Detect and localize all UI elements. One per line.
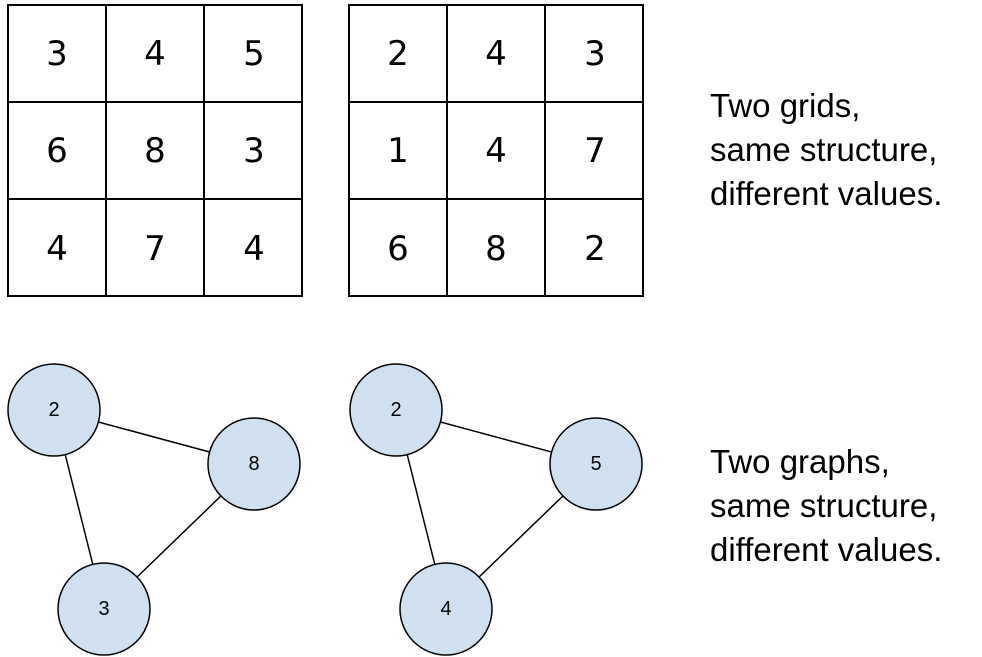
caption-line: Two grids, xyxy=(710,87,861,124)
grid-cell: 8 xyxy=(107,103,205,200)
graph-node-label: 8 xyxy=(248,453,259,475)
grid-cell: 5 xyxy=(205,6,303,103)
graph-node-label: 3 xyxy=(98,598,109,620)
graph-node-label: 2 xyxy=(48,399,59,421)
graph-node xyxy=(57,562,151,656)
graph-node-label: 2 xyxy=(390,399,401,421)
graph-node xyxy=(7,363,101,457)
grid-cell: 4 xyxy=(9,200,107,297)
grid-cell: 3 xyxy=(205,103,303,200)
grid-cell: 8 xyxy=(448,200,546,297)
grid-cell: 2 xyxy=(584,228,606,269)
grid-cell: 2 xyxy=(350,6,448,103)
grid-cell: 1 xyxy=(350,103,448,200)
grid-cell: 4 xyxy=(243,228,265,269)
grid-cell: 3 xyxy=(9,6,107,103)
grid-cell: 4 xyxy=(448,6,546,103)
graph-node xyxy=(349,363,443,457)
grid-cell: 6 xyxy=(9,103,107,200)
caption-graphs: Two graphs, same structure, different va… xyxy=(710,440,942,572)
grid-cell: 4 xyxy=(107,6,205,103)
grid-cell: 7 xyxy=(107,200,205,297)
graph-left: 2 8 3 xyxy=(7,363,301,656)
grid-left: 3 4 5 6 8 3 4 7 4 xyxy=(7,4,303,297)
caption-grids: Two grids, same structure, different val… xyxy=(710,84,942,216)
grid-cell: 6 xyxy=(350,200,448,297)
caption-line: same structure, xyxy=(710,487,938,524)
caption-line: Two graphs, xyxy=(710,443,890,480)
graph-node xyxy=(207,417,301,511)
caption-line: same structure, xyxy=(710,131,938,168)
caption-line: different values. xyxy=(710,531,943,568)
grid-cell: 4 xyxy=(448,103,546,200)
graph-node-label: 5 xyxy=(590,453,601,475)
grid-right: 2 4 3 1 4 7 6 8 2 xyxy=(348,4,644,297)
grid-cell: 7 xyxy=(546,103,644,200)
graph-node xyxy=(549,417,643,511)
graph-node-label: 4 xyxy=(440,598,451,620)
grid-cell: 3 xyxy=(546,6,644,103)
caption-line: different values. xyxy=(710,175,943,212)
graphs-area: 2 8 3 2 5 4 xyxy=(7,363,643,656)
graph-right: 2 5 4 xyxy=(349,363,643,656)
graph-node xyxy=(399,562,493,656)
